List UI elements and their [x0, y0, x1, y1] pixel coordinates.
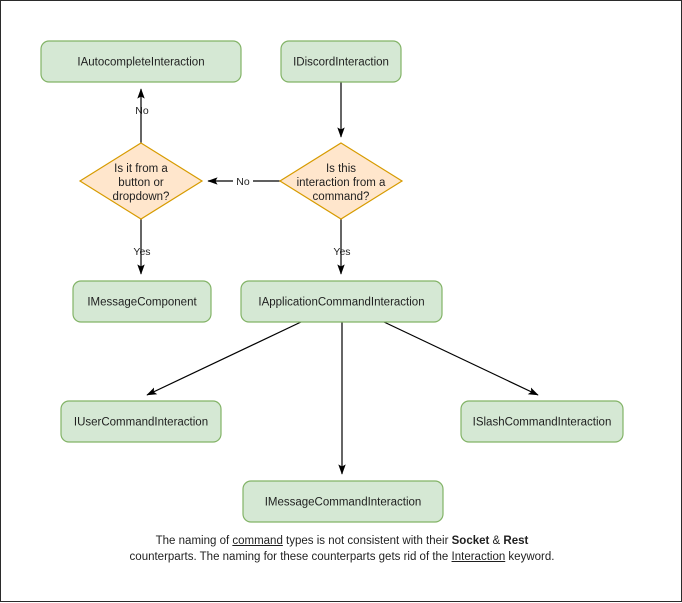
footer-line3-prefix: counterparts gets rid of the — [311, 551, 452, 563]
edge-app-command-to-user-command — [146, 321, 302, 396]
footer-rest-label: Rest — [503, 535, 529, 547]
node-app-command-shape — [240, 280, 443, 323]
footer-line2-suffix: counterparts. The naming for these — [129, 551, 309, 563]
node-message-component-shape — [72, 280, 212, 323]
node-decision-command-line2: interaction from a — [297, 177, 386, 189]
footer-line3-suffix: keyword. — [505, 551, 555, 563]
node-decision-button-or-dropdown[interactable]: Is it from a button or dropdown? — [78, 142, 204, 220]
footer-interaction-keyword: Interaction — [451, 551, 506, 563]
node-user-command-shape — [60, 400, 222, 443]
node-slash-command-interaction[interactable]: ISlashCommandInteraction — [460, 400, 624, 443]
node-slash-command-label: ISlashCommandInteraction — [473, 417, 612, 429]
node-autocomplete-interaction[interactable]: IAutocompleteInteraction — [40, 40, 242, 83]
node-decision-button-line2: button or — [118, 177, 164, 189]
edges-layer: No No Yes Yes — [133, 82, 539, 475]
footer-line1-suffix: types is not consistent with their — [282, 535, 449, 547]
node-decision-command-line1: Is this — [326, 163, 356, 175]
node-discord-interaction[interactable]: IDiscordInteraction — [280, 40, 402, 83]
footer-note: The naming of command types is not consi… — [121, 533, 563, 565]
nodes-layer: IAutocompleteInteraction IDiscordInterac… — [40, 40, 624, 523]
edge-app-command-to-slash-command — [383, 321, 539, 396]
edge-label-backing-no-left — [233, 173, 253, 189]
node-decision-button-line1: Is it from a — [114, 163, 168, 175]
node-application-command-interaction[interactable]: IApplicationCommandInteraction — [240, 280, 443, 323]
node-message-component-label: IMessageComponent — [87, 297, 197, 309]
footer-ampersand: & — [489, 535, 504, 547]
node-user-command-interaction[interactable]: IUserCommandInteraction — [60, 400, 222, 443]
node-discord-shape — [280, 40, 402, 83]
node-message-command-shape — [242, 480, 444, 523]
node-decision-from-command[interactable]: Is this interaction from a command? — [278, 142, 404, 220]
node-user-command-label: IUserCommandInteraction — [74, 417, 208, 429]
footer-socket-label: Socket — [451, 535, 490, 547]
node-decision-button-line3: dropdown? — [113, 191, 170, 203]
node-autocomplete-shape — [40, 40, 242, 83]
node-message-component[interactable]: IMessageComponent — [72, 280, 212, 323]
edge-label-no-up: No — [135, 105, 149, 117]
edge-label-yes-right: Yes — [333, 246, 350, 258]
footer-command-keyword: command — [232, 535, 283, 547]
edge-label-no-left: No — [236, 176, 250, 188]
node-app-command-label: IApplicationCommandInteraction — [258, 297, 424, 309]
node-decision-command-shape — [278, 142, 404, 220]
node-message-command-interaction[interactable]: IMessageCommandInteraction — [242, 480, 444, 523]
node-slash-command-shape — [460, 400, 624, 443]
node-decision-command-line3: command? — [313, 191, 370, 203]
edge-label-yes-left: Yes — [133, 246, 150, 258]
node-autocomplete-label: IAutocompleteInteraction — [77, 57, 204, 69]
node-discord-label: IDiscordInteraction — [293, 57, 389, 69]
footer-line1-prefix: The naming of — [155, 535, 233, 547]
node-decision-button-shape — [78, 142, 204, 220]
node-message-command-label: IMessageCommandInteraction — [265, 497, 422, 509]
